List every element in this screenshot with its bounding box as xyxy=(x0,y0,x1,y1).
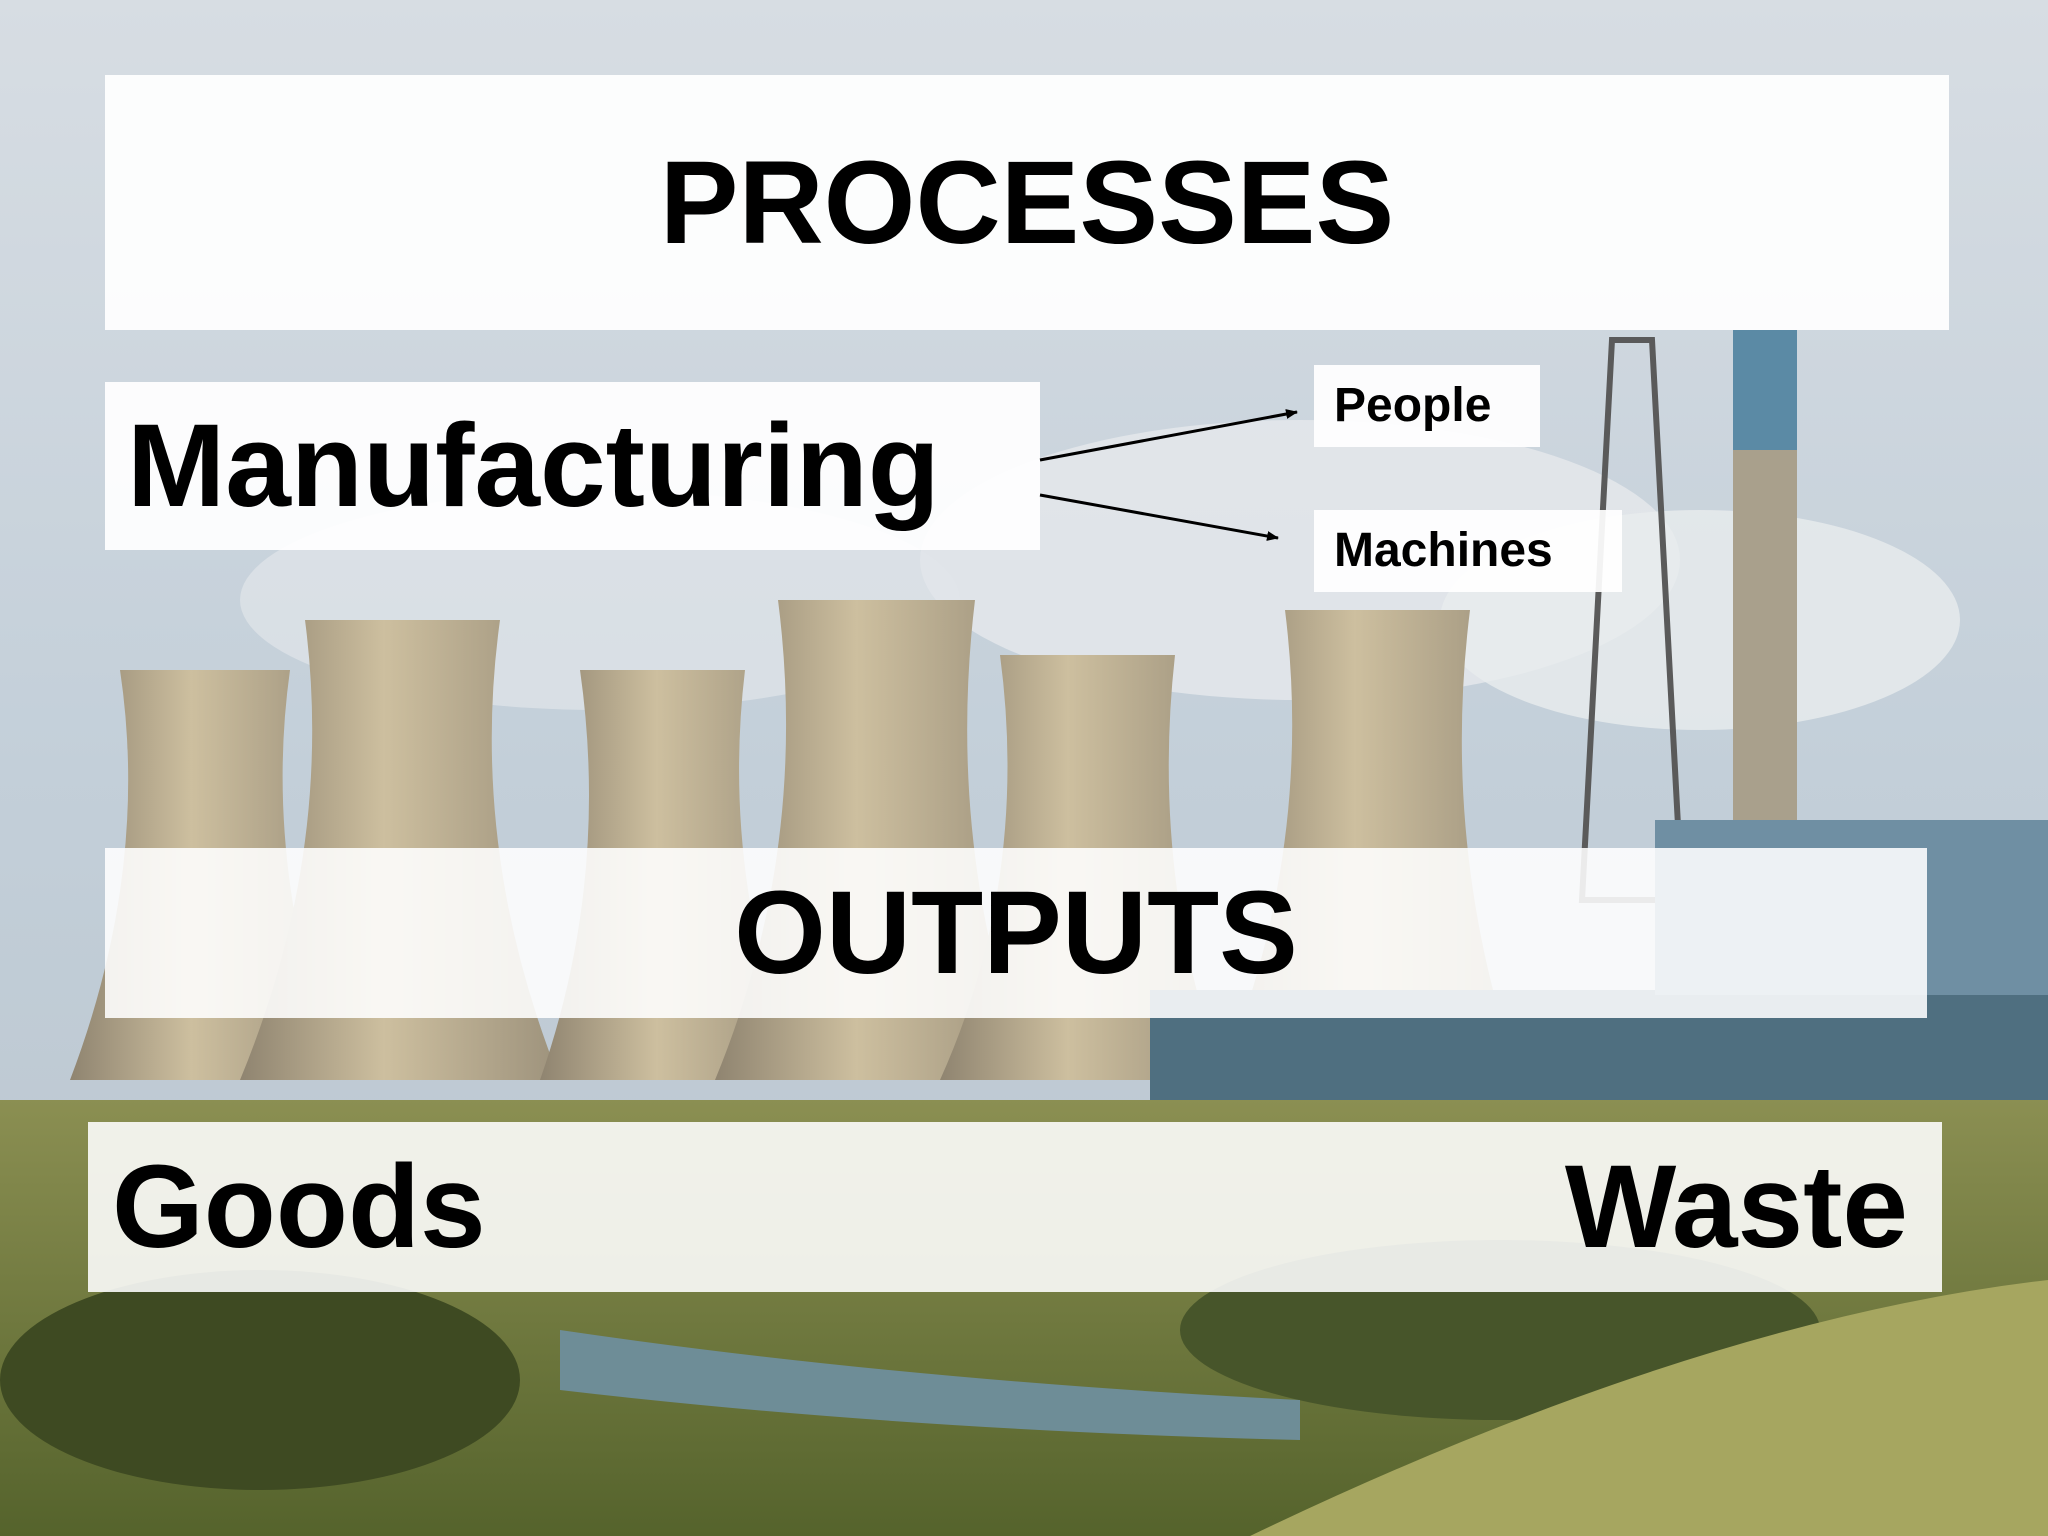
goods-label: Goods xyxy=(112,1141,486,1273)
people-box: People xyxy=(1314,365,1540,447)
outputs-list-box: Goods Waste xyxy=(88,1122,1942,1292)
manufacturing-box: Manufacturing xyxy=(105,382,1040,550)
machines-label: Machines xyxy=(1334,524,1553,577)
people-label: People xyxy=(1334,379,1492,432)
machines-box: Machines xyxy=(1314,510,1622,592)
waste-label: Waste xyxy=(1564,1141,1908,1273)
processes-heading: PROCESSES xyxy=(659,136,1395,269)
manufacturing-label: Manufacturing xyxy=(127,400,940,532)
outputs-heading: OUTPUTS xyxy=(734,867,1298,999)
processes-heading-box: PROCESSES xyxy=(105,75,1949,330)
outputs-heading-box: OUTPUTS xyxy=(105,848,1927,1018)
